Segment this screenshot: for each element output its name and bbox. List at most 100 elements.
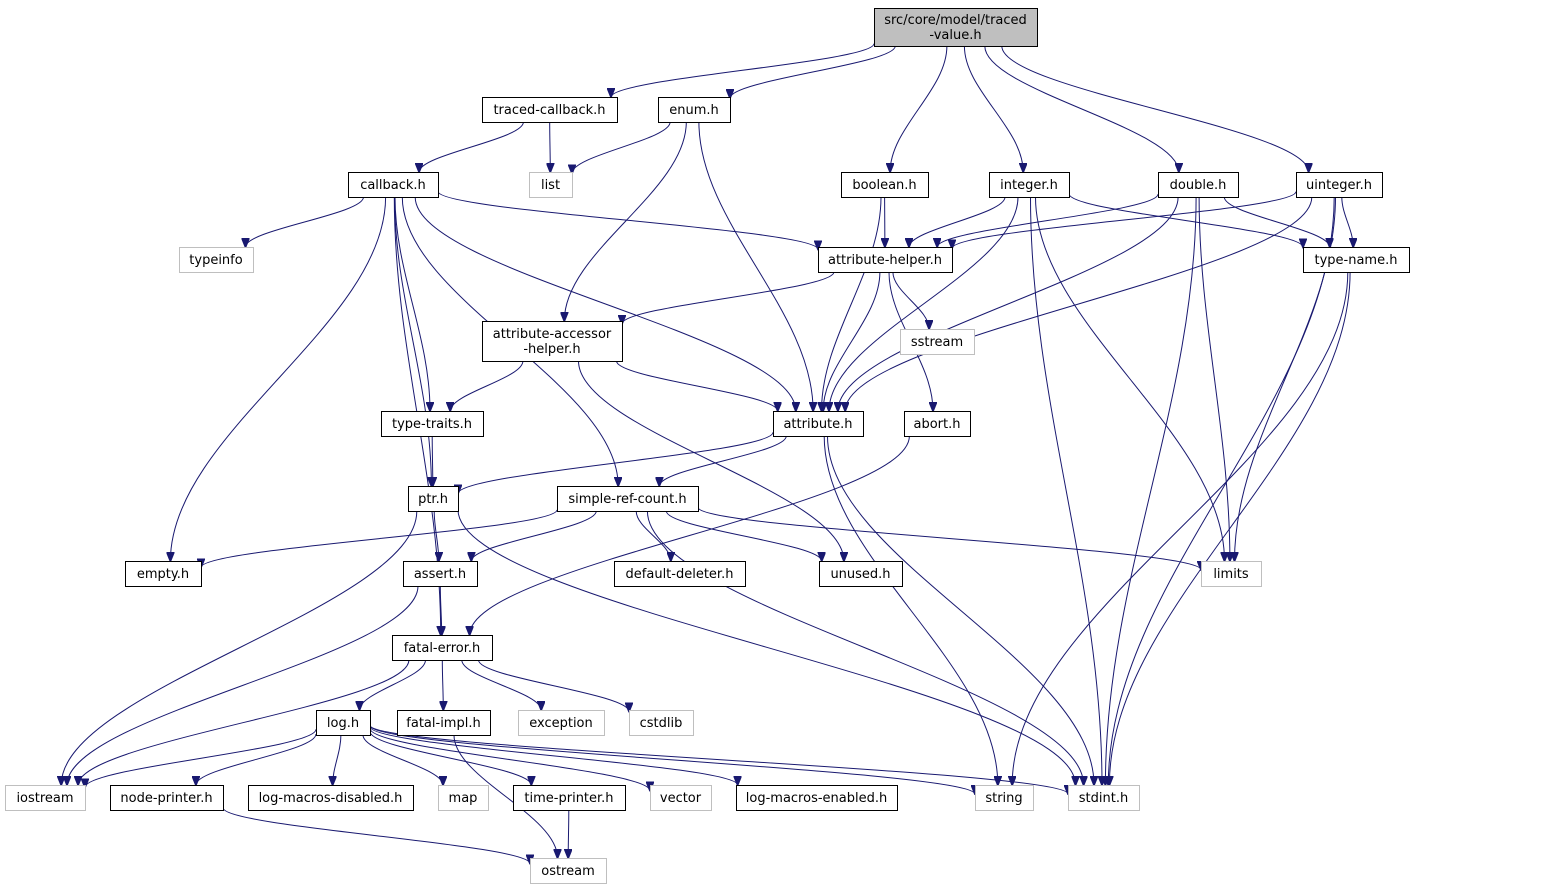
edge-line <box>246 196 364 247</box>
node-label: typeinfo <box>189 253 242 268</box>
edge-line <box>659 435 787 486</box>
edge-line <box>461 659 541 710</box>
node-ptr[interactable]: ptr.h <box>408 486 459 512</box>
node-time-printer[interactable]: time-printer.h <box>513 785 626 811</box>
node-box <box>381 411 484 437</box>
edge-line <box>61 510 418 785</box>
edge-traced-value-to-enum <box>730 45 896 98</box>
edge-line <box>1001 45 1309 172</box>
edge-integer-to-limits <box>1035 196 1225 561</box>
node-log[interactable]: log.h <box>316 710 371 736</box>
edge-enum-to-attribute <box>698 121 813 411</box>
node-type-traits[interactable]: type-traits.h <box>381 411 484 437</box>
node-log-macros-enabled[interactable]: log-macros-enabled.h <box>736 785 898 811</box>
node-enum[interactable]: enum.h <box>658 97 731 123</box>
node-box <box>125 561 202 587</box>
edge-line <box>450 360 524 411</box>
edge-line <box>827 435 1095 785</box>
edge-line <box>470 435 910 635</box>
edge-attribute-accessor-helper-to-type-traits <box>450 360 524 411</box>
node-type-name[interactable]: type-name.h <box>1303 247 1410 273</box>
node-double[interactable]: double.h <box>1158 172 1239 198</box>
edge-traced-value-to-integer <box>963 45 1023 172</box>
node-label: list <box>541 178 560 193</box>
node-label: iostream <box>16 791 73 806</box>
edge-line <box>730 45 896 98</box>
edge-integer-to-stdint <box>1030 196 1103 785</box>
node-label: attribute-accessor <box>493 327 612 342</box>
edge-time-printer-to-ostream <box>568 809 569 858</box>
node-label: fatal-error.h <box>404 641 481 656</box>
node-simple-ref-count[interactable]: simple-ref-count.h <box>557 486 699 512</box>
node-label: stdint.h <box>1079 791 1128 806</box>
node-traced-value[interactable]: src/core/model/traced-value.h <box>874 8 1038 47</box>
node-box <box>658 97 731 123</box>
node-traced-callback[interactable]: traced-callback.h <box>482 97 618 123</box>
edge-traced-callback-to-callback <box>419 121 524 172</box>
edge-line <box>222 807 530 864</box>
node-box <box>773 411 864 437</box>
node-label: -helper.h <box>523 342 580 357</box>
node-label: abort.h <box>914 417 961 432</box>
node-abort[interactable]: abort.h <box>904 411 971 437</box>
node-empty[interactable]: empty.h <box>125 561 202 587</box>
node-label: exception <box>529 716 593 731</box>
node-default-deleter[interactable]: default-deleter.h <box>614 561 746 587</box>
node-box <box>316 710 371 736</box>
edge-boolean-to-attribute <box>822 196 882 411</box>
node-uinteger[interactable]: uinteger.h <box>1296 172 1383 198</box>
node-box <box>1303 247 1410 273</box>
node-fatal-error[interactable]: fatal-error.h <box>392 635 493 661</box>
edge-line <box>697 506 1201 570</box>
node-boolean[interactable]: boolean.h <box>841 172 929 198</box>
edge-line <box>170 196 387 561</box>
edge-line <box>550 121 551 172</box>
node-integer[interactable]: integer.h <box>989 172 1070 198</box>
node-attribute-accessor-helper[interactable]: attribute-accessor-helper.h <box>482 321 623 362</box>
node-unused[interactable]: unused.h <box>819 561 903 587</box>
edge-callback-to-typeinfo <box>246 196 364 247</box>
edges-layer <box>61 43 1353 864</box>
node-box <box>841 172 929 198</box>
edge-line <box>838 196 1179 411</box>
node-label: uinteger.h <box>1306 178 1372 193</box>
edge-fatal-impl-to-ostream <box>453 734 558 858</box>
node-node-printer[interactable]: node-printer.h <box>110 785 224 811</box>
node-log-macros-disabled[interactable]: log-macros-disabled.h <box>248 785 414 811</box>
node-box <box>975 785 1034 811</box>
node-box <box>1158 172 1239 198</box>
edge-line <box>823 271 881 411</box>
node-iostream: iostream <box>5 785 86 811</box>
edge-line <box>568 809 569 858</box>
node-label: sstream <box>911 335 963 350</box>
edge-node-printer-to-ostream <box>222 807 530 864</box>
edge-line <box>1068 193 1303 248</box>
edge-line <box>622 271 835 324</box>
node-label: ptr.h <box>418 492 448 507</box>
edge-line <box>362 734 443 785</box>
edge-line <box>564 121 687 321</box>
node-label: fatal-impl.h <box>406 716 480 731</box>
edge-line <box>1109 271 1351 785</box>
node-attribute[interactable]: attribute.h <box>773 411 864 437</box>
edge-log-to-time-printer <box>369 731 531 786</box>
node-fatal-impl[interactable]: fatal-impl.h <box>397 710 491 736</box>
edge-integer-to-attribute-helper <box>909 196 1006 247</box>
edge-type-traits-to-ptr <box>432 435 433 486</box>
edge-line <box>1012 271 1349 785</box>
edge-line <box>937 193 1159 247</box>
node-assert[interactable]: assert.h <box>403 561 478 587</box>
edge-line <box>419 121 524 172</box>
edge-line <box>458 432 774 493</box>
edge-line <box>635 510 671 561</box>
node-box <box>110 785 224 811</box>
edge-line <box>1223 196 1329 247</box>
edge-line <box>78 659 410 785</box>
node-callback[interactable]: callback.h <box>348 172 439 198</box>
node-box <box>1201 561 1262 587</box>
edge-line <box>890 45 948 172</box>
node-attribute-helper[interactable]: attribute-helper.h <box>818 247 953 273</box>
node-ostream: ostream <box>530 858 607 884</box>
edge-callback-to-empty <box>170 196 387 561</box>
node-label: time-printer.h <box>524 791 613 806</box>
